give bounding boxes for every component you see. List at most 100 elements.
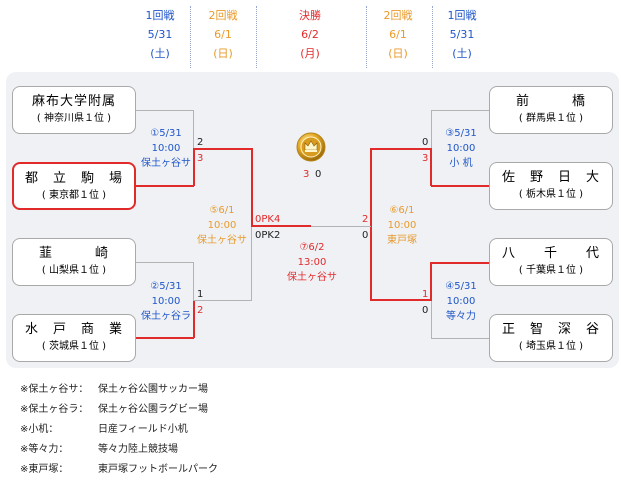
team-prefecture: ( 千葉県１位 ) [518,265,584,276]
match-venue: 保土ヶ谷サ [197,235,247,246]
note-row: ※等々力：等々力陸上競技場 [20,440,218,460]
match-number: ②5/31 [150,281,182,292]
team-name: 韮 崎 [38,246,109,261]
score-match-2-top: 1 [197,289,204,300]
team-prefecture: ( 栃木県１位 ) [518,189,584,200]
score-match-6-top: 2 [362,214,369,225]
note-row: ※小机： 日産フィールド小机 [20,420,218,440]
match-venue: 保土ヶ谷サ [141,158,191,169]
note-key: ※保土ヶ谷サ： [20,384,89,395]
match-number: ⑦6/2 [299,242,325,253]
match-number: ⑤6/1 [209,205,235,216]
team-prefecture: ( 東京都１位 ) [41,190,107,201]
venue-notes: ※保土ヶ谷サ： 保土ヶ谷公園サッカー場 ※保土ヶ谷ラ： 保土ヶ谷公園ラグビー場 ※小… [20,380,218,480]
match-7-info: ⑦6/2 13:00 保土ヶ谷サ [282,240,342,285]
header-col-4: 2回戦 6/1 (日) [368,6,428,63]
note-value: 保土ヶ谷公園ラグビー場 [98,404,208,415]
team-card-maebashi[interactable]: 前 橋 ( 群馬県１位 ) [489,86,613,134]
round-day: (日) [213,47,233,60]
note-key: ※東戸塚： [20,464,69,475]
score-match-2-bottom: 2 [197,305,204,316]
note-row: ※保土ヶ谷ラ： 保土ヶ谷公園ラグビー場 [20,400,218,420]
round-label: 決勝 [299,9,321,22]
score-match-4-top: 1 [422,289,429,300]
match-venue: 等々力 [446,311,476,322]
team-card-yachiyo[interactable]: 八 千 代 ( 千葉県１位 ) [489,238,613,286]
team-card-asabu[interactable]: 麻布大学附属 ( 神奈川県１位 ) [12,86,136,134]
round-date: 5/31 [147,28,173,41]
team-prefecture: ( 群馬県１位 ) [518,113,584,124]
round-label: 2回戦 [383,9,413,22]
team-prefecture: ( 神奈川県１位 ) [36,113,112,124]
match-1-info: ①5/31 10:00 保土ヶ谷サ [138,126,194,171]
score-match-4-bottom: 0 [422,305,429,316]
match-4-info: ④5/31 10:00 等々力 [436,279,486,324]
round-date: 5/31 [449,28,475,41]
header-col-1: 1回戦 5/31 (土) [130,6,190,63]
team-name: 麻布大学附属 [31,94,116,109]
round-day: (日) [388,47,408,60]
score-match-1-top: 2 [197,137,204,148]
header-col-3: 決勝 6/2 (月) [280,6,340,63]
team-card-komaba[interactable]: 都 立 駒 場 ( 東京都１位 ) [12,162,136,210]
round-day: (月) [300,47,320,60]
note-key: ※等々力： [20,444,69,455]
score-match-6-bottom: 0 [362,230,369,241]
score-match-1-bottom: 3 [197,153,204,164]
team-card-mito-shogyo[interactable]: 水 戸 商 業 ( 茨城県１位 ) [12,314,136,362]
team-name: 八 千 代 [501,246,600,261]
team-card-nirasaki[interactable]: 韮 崎 ( 山梨県１位 ) [12,238,136,286]
round-date: 6/2 [301,28,319,41]
match-venue: 保土ヶ谷サ [287,272,337,283]
note-value: 保土ヶ谷公園サッカー場 [98,384,208,395]
team-card-shochi-fukaya[interactable]: 正 智 深 谷 ( 埼玉県１位 ) [489,314,613,362]
header-col-2: 2回戦 6/1 (日) [193,6,253,63]
match-5-info: ⑤6/1 10:00 保土ヶ谷サ [194,203,250,248]
match-time: 10:00 [387,220,417,231]
team-card-sano-nichidai[interactable]: 佐 野 日 大 ( 栃木県１位 ) [489,162,613,210]
team-name: 前 橋 [515,94,586,109]
note-key: ※保土ヶ谷ラ： [20,404,89,415]
match-6-info: ⑥6/1 10:00 東戸塚 [375,203,429,248]
match-2-info: ②5/31 10:00 保土ヶ谷ラ [138,279,194,324]
score-match-5-bottom: 0PK2 [255,230,281,241]
match-time: 10:00 [207,220,237,231]
round-date: 6/1 [389,28,407,41]
match-venue: 東戸塚 [387,235,417,246]
score-final-right: 0 [315,169,322,180]
round-label: 1回戦 [447,9,477,22]
team-name: 佐 野 日 大 [501,170,600,185]
team-prefecture: ( 埼玉県１位 ) [518,341,584,352]
match-time: 13:00 [297,257,327,268]
note-row: ※東戸塚： 東戸塚フットボールパーク [20,460,218,480]
match-time: 10:00 [446,143,476,154]
note-value: 日産フィールド小机 [98,424,188,435]
header-col-5: 1回戦 5/31 (土) [432,6,492,63]
note-value: 東戸塚フットボールパーク [98,464,218,475]
crown-trophy-icon [296,132,326,162]
match-number: ④5/31 [445,281,477,292]
team-prefecture: ( 茨城県１位 ) [41,341,107,352]
round-label: 2回戦 [208,9,238,22]
match-time: 10:00 [446,296,476,307]
match-number: ①5/31 [150,128,182,139]
score-match-5-top: 0PK4 [255,214,281,225]
team-name: 都 立 駒 場 [24,171,123,186]
round-day: (土) [452,47,472,60]
match-time: 10:00 [151,296,181,307]
match-3-info: ③5/31 10:00 小 机 [436,126,486,171]
note-row: ※保土ヶ谷サ： 保土ヶ谷公園サッカー場 [20,380,218,400]
round-day: (土) [150,47,170,60]
match-number: ③5/31 [445,128,477,139]
round-date: 6/1 [214,28,232,41]
match-number: ⑥6/1 [389,205,415,216]
team-name: 水 戸 商 業 [24,322,123,337]
team-name: 正 智 深 谷 [501,322,600,337]
match-time: 10:00 [151,143,181,154]
round-label: 1回戦 [145,9,175,22]
note-key: ※小机： [20,424,59,435]
team-prefecture: ( 山梨県１位 ) [41,265,107,276]
match-venue: 小 机 [449,158,473,169]
score-final-left: 3 [303,169,310,180]
score-match-3-bottom: 3 [422,153,429,164]
